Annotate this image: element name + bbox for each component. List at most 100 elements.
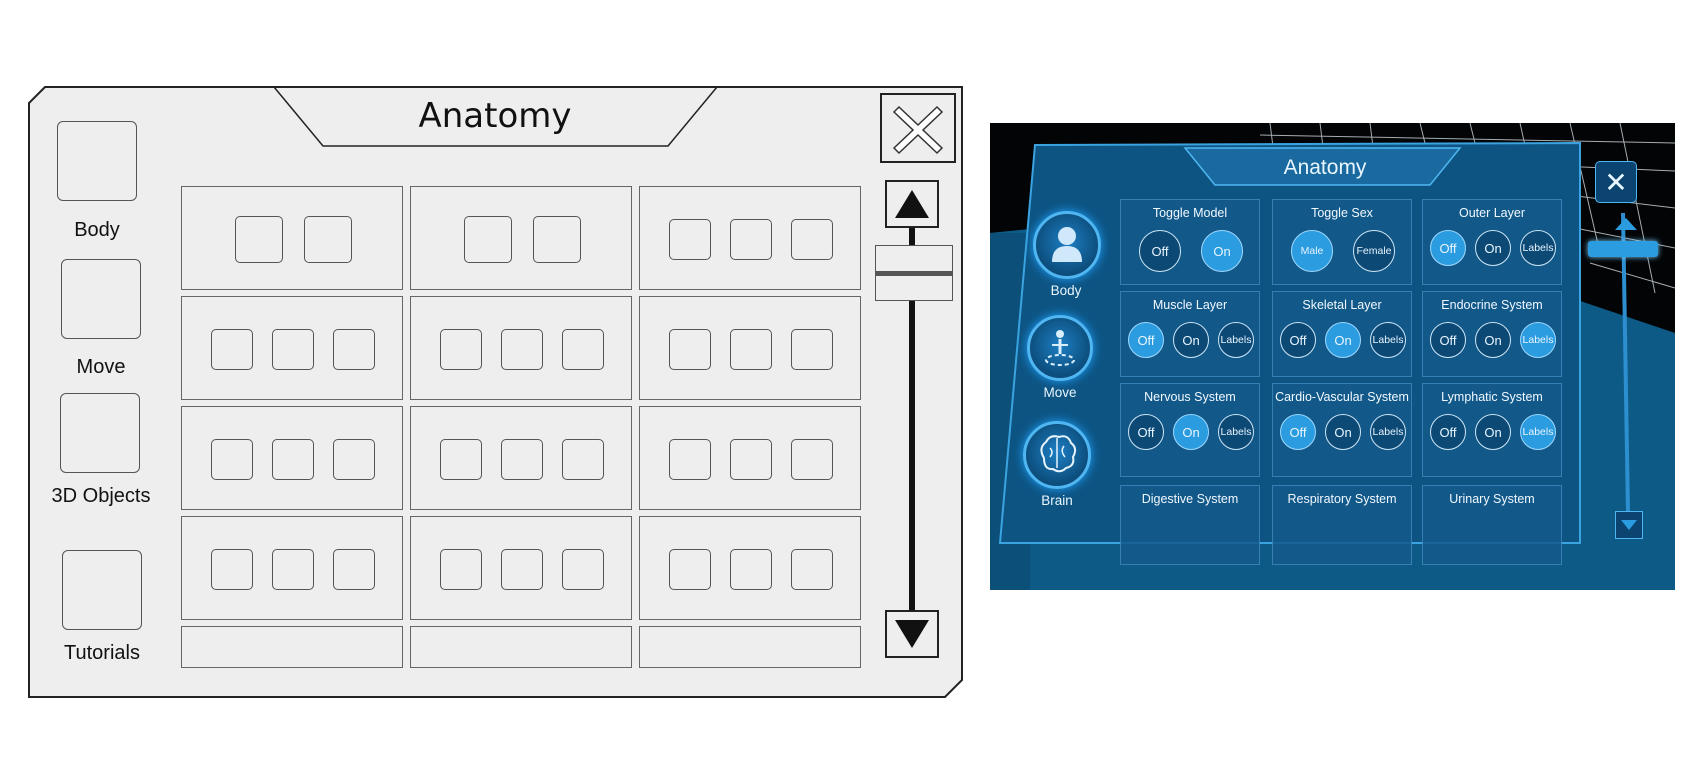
wireframe-toggle-button[interactable] <box>272 438 314 480</box>
wireframe-toggle-button[interactable] <box>440 548 482 590</box>
wireframe-toggle-button[interactable] <box>333 328 375 370</box>
wireframe-cell <box>639 296 861 400</box>
vr-scroll-down-button[interactable] <box>1615 511 1643 539</box>
vr-toggle-button[interactable]: Labels <box>1218 414 1254 450</box>
vr-nav-body[interactable] <box>1033 211 1101 279</box>
wireframe-scroll-up-button[interactable] <box>885 180 939 228</box>
vr-toggle-button[interactable]: Labels <box>1370 322 1406 358</box>
nav-label-body: Body <box>74 219 120 241</box>
vr-card-title: Lymphatic System <box>1441 390 1543 404</box>
vr-close-button[interactable]: ✕ <box>1595 161 1637 203</box>
vr-toggle-card: Urinary System <box>1422 485 1562 565</box>
wireframe-toggle-button[interactable] <box>730 548 772 590</box>
wireframe-toggle-button[interactable] <box>730 438 772 480</box>
vr-toggle-button[interactable]: Labels <box>1520 414 1556 450</box>
vr-toggle-button[interactable]: On <box>1325 414 1361 450</box>
vr-toggle-button[interactable]: Female <box>1353 230 1395 272</box>
wireframe-toggle-button[interactable] <box>669 548 711 590</box>
vr-toggle-button[interactable]: Off <box>1128 322 1164 358</box>
wireframe-toggle-button[interactable] <box>303 215 352 263</box>
vr-toggle-button[interactable]: Off <box>1128 414 1164 450</box>
wireframe-cell <box>181 296 403 400</box>
arrow-down-icon <box>895 620 929 648</box>
wireframe-toggle-button[interactable] <box>669 218 711 260</box>
vr-card-title: Endocrine System <box>1441 298 1543 312</box>
vr-toggle-button[interactable]: On <box>1475 230 1511 266</box>
vr-nav-brain[interactable] <box>1023 421 1091 489</box>
wireframe-toggle-button[interactable] <box>730 218 772 260</box>
wireframe-toggle-button[interactable] <box>272 548 314 590</box>
wireframe-toggle-button[interactable] <box>532 215 581 263</box>
vr-toggle-button[interactable]: On <box>1173 414 1209 450</box>
wireframe-toggle-button[interactable] <box>211 328 253 370</box>
vr-toggle-button[interactable]: On <box>1201 230 1243 272</box>
vr-card-title: Digestive System <box>1141 492 1239 506</box>
wireframe-toggle-button[interactable] <box>501 328 543 370</box>
wireframe-toggle-button[interactable] <box>272 328 314 370</box>
vr-toggle-button[interactable]: On <box>1173 322 1209 358</box>
wireframe-toggle-button[interactable] <box>440 438 482 480</box>
vr-card-title: Skeletal Layer <box>1302 298 1382 312</box>
wireframe-toggle-button[interactable] <box>501 438 543 480</box>
vr-toggle-button[interactable]: Off <box>1430 322 1466 358</box>
wireframe-toggle-button[interactable] <box>669 438 711 480</box>
wireframe-toggle-button[interactable] <box>562 438 604 480</box>
vr-toggle-button[interactable]: Off <box>1430 414 1466 450</box>
vr-toggle-button[interactable]: Off <box>1280 322 1316 358</box>
wireframe-toggle-button[interactable] <box>562 548 604 590</box>
vr-toggle-button[interactable]: Off <box>1430 230 1466 266</box>
vr-toggle-button[interactable]: Off <box>1280 414 1316 450</box>
nav-icon-move[interactable] <box>61 259 141 339</box>
wireframe-scroll-down-button[interactable] <box>885 610 939 658</box>
vr-card-title: Respiratory System <box>1287 492 1397 506</box>
vr-scroll-up-button[interactable] <box>1612 211 1640 237</box>
vr-scroll-thumb[interactable] <box>1588 241 1658 257</box>
vr-toggle-button[interactable]: Labels <box>1520 322 1556 358</box>
vr-toggle-button[interactable]: Off <box>1139 230 1181 272</box>
wireframe-toggle-button[interactable] <box>211 438 253 480</box>
wireframe-scroll-thumb[interactable] <box>875 245 953 301</box>
wireframe-toggle-button[interactable] <box>211 548 253 590</box>
vr-nav-move[interactable] <box>1027 315 1093 381</box>
wireframe-toggle-button[interactable] <box>333 548 375 590</box>
vr-toggle-button[interactable]: Labels <box>1520 230 1556 266</box>
wireframe-cell-partial <box>181 626 403 668</box>
wireframe-toggle-button[interactable] <box>333 438 375 480</box>
vr-toggle-button[interactable]: On <box>1475 414 1511 450</box>
nav-label-move: Move <box>76 356 126 378</box>
wireframe-toggle-button[interactable] <box>791 438 833 480</box>
wireframe-toggle-button[interactable] <box>669 328 711 370</box>
vr-nav-label-move: Move <box>1043 385 1077 400</box>
wireframe-toggle-button[interactable] <box>463 215 512 263</box>
vr-card-title: Toggle Sex <box>1311 206 1373 220</box>
vr-toggle-button[interactable]: On <box>1325 322 1361 358</box>
wireframe-toggle-button[interactable] <box>234 215 283 263</box>
nav-icon-3d-objects[interactable] <box>60 393 140 473</box>
wireframe-toggle-button[interactable] <box>440 328 482 370</box>
wireframe-toggle-button[interactable] <box>791 218 833 260</box>
wireframe-cell <box>410 406 632 510</box>
vr-toggle-button[interactable]: Male <box>1291 230 1333 272</box>
vr-toggle-button[interactable]: On <box>1475 322 1511 358</box>
wireframe-toggle-button[interactable] <box>791 548 833 590</box>
nav-icon-tutorials[interactable] <box>62 550 142 630</box>
wireframe-toggle-button[interactable] <box>730 328 772 370</box>
wireframe-cell <box>639 186 861 290</box>
wireframe-toggle-button[interactable] <box>501 548 543 590</box>
wireframe-mockup: Anatomy Body Move 3D Objects Tutorials <box>28 86 963 698</box>
nav-icon-body[interactable] <box>57 121 137 201</box>
wireframe-toggle-button[interactable] <box>562 328 604 370</box>
vr-toggle-button[interactable]: Labels <box>1218 322 1254 358</box>
wireframe-toggle-button[interactable] <box>791 328 833 370</box>
close-icon <box>892 105 944 155</box>
wireframe-close-button[interactable] <box>880 93 956 163</box>
wireframe-title: Anatomy <box>418 96 572 136</box>
vr-toggle-button[interactable]: Labels <box>1370 414 1406 450</box>
